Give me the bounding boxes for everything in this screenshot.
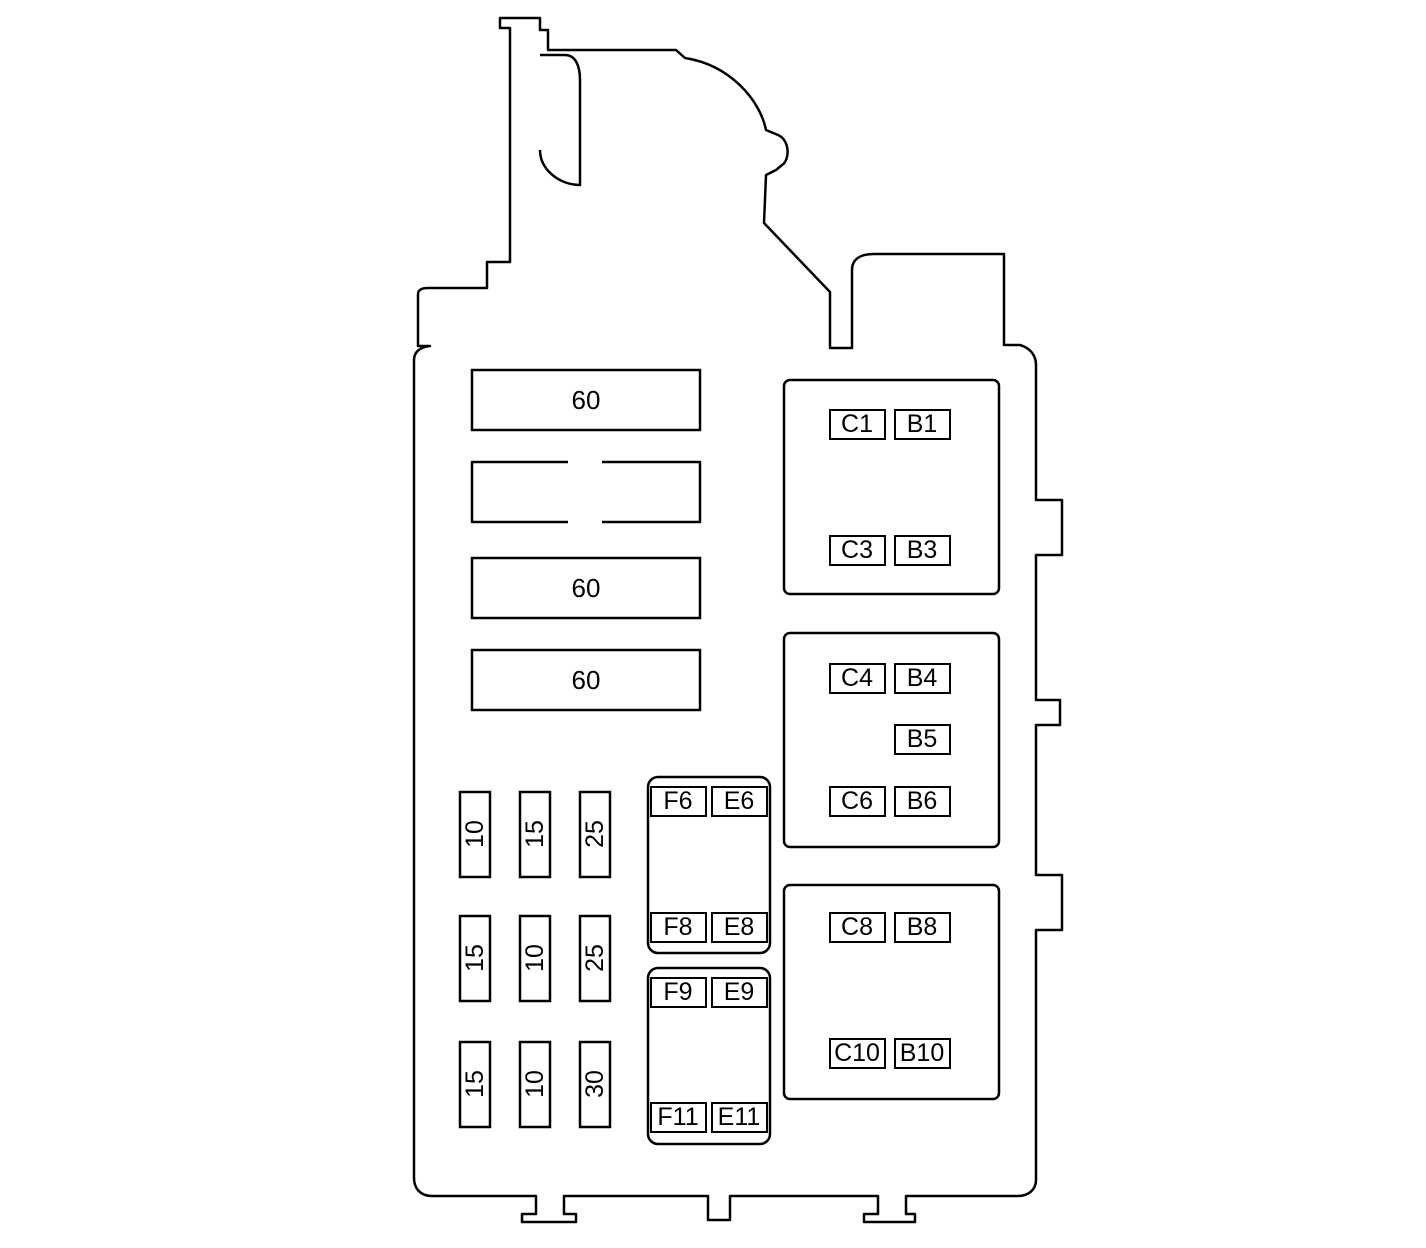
terminal-label: B5: [907, 725, 938, 753]
terminal-box: [894, 912, 951, 943]
terminal-box: [650, 977, 707, 1008]
terminal-label: B8: [907, 913, 938, 941]
terminal-label: E6: [724, 787, 755, 815]
maxi-fuse-body: [470, 556, 702, 620]
terminal-label: B6: [907, 787, 938, 815]
terminal-box: [894, 663, 951, 694]
mini-fuse-label: 15: [461, 1070, 489, 1098]
terminal-box: [711, 786, 768, 817]
terminal-box: [650, 786, 707, 817]
mini-fuse-r2c3: 25: [578, 914, 612, 1003]
terminal-label: F11: [657, 1103, 698, 1131]
mini-fuse-r3c2: 10: [518, 1040, 552, 1129]
terminal-label: C1: [841, 410, 873, 438]
terminal-box: [650, 1102, 707, 1133]
maxi-fuse-label: 60: [572, 665, 601, 695]
relay-housing: [782, 631, 1001, 849]
maxi-fuse-body: [470, 368, 702, 432]
maxi-fuse-3: 60: [470, 556, 702, 620]
mini-fuse-label: 30: [581, 1070, 609, 1098]
terminal-box: [829, 663, 886, 694]
mini-fuse-r1c3: 25: [578, 790, 612, 879]
terminal-box: [829, 912, 886, 943]
maxi-fuse-label: 60: [572, 385, 601, 415]
mini-fuse-r2c2: 10: [518, 914, 552, 1003]
terminal-box: [711, 1102, 768, 1133]
terminal-box: [711, 977, 768, 1008]
terminal-label: C4: [841, 664, 873, 692]
mini-fuse-label: 10: [461, 820, 489, 848]
terminal-label: B10: [900, 1039, 944, 1067]
terminal-box: [829, 1038, 886, 1069]
mini-fuse-body: [518, 914, 552, 1003]
terminal-label: C3: [841, 536, 873, 564]
terminal-label: F8: [663, 913, 692, 941]
terminal-box: [829, 409, 886, 440]
mini-fuse-r1c1: 10: [458, 790, 492, 879]
mini-fuse-label: 15: [461, 944, 489, 972]
relay-housing: [646, 966, 772, 1146]
maxi-fuse-1: 60: [470, 368, 702, 432]
maxi-fuse-label: 60: [572, 573, 601, 603]
mini-fuse-body: [458, 790, 492, 879]
terminal-label: B4: [907, 664, 938, 692]
terminal-label: E8: [724, 913, 755, 941]
mini-fuse-label: 10: [521, 1070, 549, 1098]
terminal-label: C6: [841, 787, 873, 815]
terminal-label: B1: [907, 410, 938, 438]
fuse-box-housing: [412, 16, 1064, 1224]
relay-block-right-1: C1 B1 C3 B3: [782, 378, 1001, 596]
mini-fuse-body: [518, 790, 552, 879]
maxi-fuse-2-empty: [470, 460, 702, 524]
terminal-box: [829, 535, 886, 566]
terminal-label: E11: [718, 1103, 761, 1131]
terminal-box: [650, 912, 707, 943]
terminal-box: [894, 409, 951, 440]
mini-fuse-label: 10: [521, 944, 549, 972]
housing-channel: [538, 53, 582, 187]
relay-housing: [782, 883, 1001, 1101]
terminal-label: E9: [724, 978, 755, 1006]
terminal-box: [894, 535, 951, 566]
mini-fuse-r1c2: 15: [518, 790, 552, 879]
mini-fuse-body: [458, 914, 492, 1003]
mini-fuse-label: 15: [521, 820, 549, 848]
mini-fuse-r2c1: 15: [458, 914, 492, 1003]
mini-fuse-r3c1: 15: [458, 1040, 492, 1129]
relay-housing: [646, 775, 772, 955]
terminal-label: C8: [841, 913, 873, 941]
terminal-box: [711, 912, 768, 943]
mini-fuse-r3c3: 30: [578, 1040, 612, 1129]
mini-fuse-body: [578, 914, 612, 1003]
mini-fuse-label: 25: [581, 944, 609, 972]
relay-block-left-1: F6 E6 F8 E8: [646, 775, 772, 955]
mini-fuse-body: [518, 1040, 552, 1129]
terminal-box: [894, 1038, 951, 1069]
maxi-fuse-body: [470, 648, 702, 712]
terminal-label: C10: [834, 1039, 880, 1067]
relay-block-left-2: F9 E9 F11 E11: [646, 966, 772, 1146]
terminal-label: F6: [663, 787, 692, 815]
relay-block-right-3: C8 B8 C10 B10: [782, 883, 1001, 1101]
mini-fuse-label: 25: [581, 820, 609, 848]
relay-block-right-2: C4 B4 B5 C6 B6: [782, 631, 1001, 849]
mini-fuse-body: [578, 790, 612, 879]
terminal-box: [894, 724, 951, 755]
maxi-fuse-4: 60: [470, 648, 702, 712]
relay-housing: [782, 378, 1001, 596]
terminal-box: [894, 786, 951, 817]
mini-fuse-body: [458, 1040, 492, 1129]
terminal-label: B3: [907, 536, 938, 564]
terminal-label: F9: [663, 978, 692, 1006]
mini-fuse-body: [578, 1040, 612, 1129]
terminal-box: [829, 786, 886, 817]
empty-maxi-slot: [470, 460, 702, 524]
